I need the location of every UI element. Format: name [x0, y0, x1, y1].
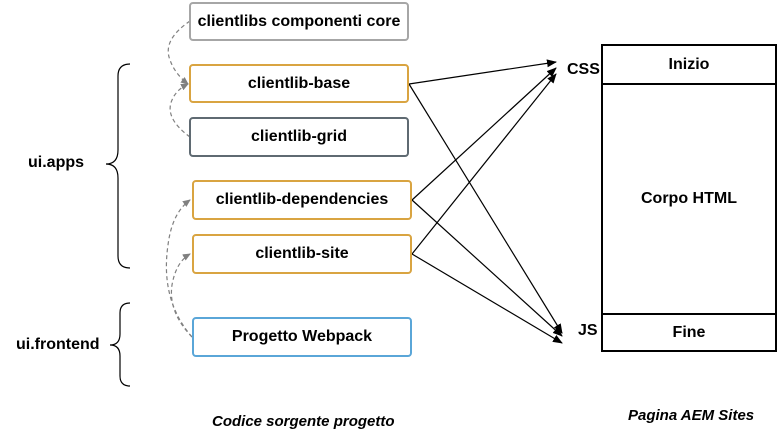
ui-apps-brace [105, 63, 131, 269]
dependency-arrow-webpack-to-site [170, 253, 193, 338]
arrow-base-to-css [408, 59, 557, 85]
arrow-site-to-css [411, 73, 557, 255]
clientlib-grid-box: clientlib-grid [189, 117, 409, 157]
arrow-site-to-js [411, 253, 563, 344]
clientlib-dependencies-box: clientlib-dependencies [192, 180, 412, 220]
dependency-arrow-core-to-base [167, 20, 191, 85]
aem-sites-caption: Pagina AEM Sites [628, 407, 755, 424]
dependency-arrow-webpack-to-dependencies [165, 199, 193, 338]
clientlib-base-box: clientlib-base [189, 64, 409, 103]
aem-page: Inizio Corpo HTML Fine [601, 44, 777, 352]
ui-frontend-brace [109, 302, 131, 387]
clientlib-site-box: clientlib-site [192, 234, 412, 274]
clientlibs-core-components-box: clientlibs componenti core [189, 2, 409, 41]
page-body-section: Corpo HTML [641, 190, 737, 207]
page-start-section: Inizio [603, 46, 775, 85]
dependency-arrow-grid-to-base [169, 83, 191, 138]
page-end-section: Fine [603, 313, 775, 350]
ui-apps-label: ui.apps [28, 154, 85, 171]
arrow-base-to-js [408, 83, 563, 334]
source-code-caption: Codice sorgente progetto [212, 413, 395, 430]
arrow-dependencies-to-css [411, 67, 557, 201]
css-target-label: CSS [567, 61, 600, 78]
webpack-project-box: Progetto Webpack [192, 317, 412, 357]
ui-frontend-label: ui.frontend [16, 336, 100, 353]
js-target-label: JS [578, 322, 598, 339]
